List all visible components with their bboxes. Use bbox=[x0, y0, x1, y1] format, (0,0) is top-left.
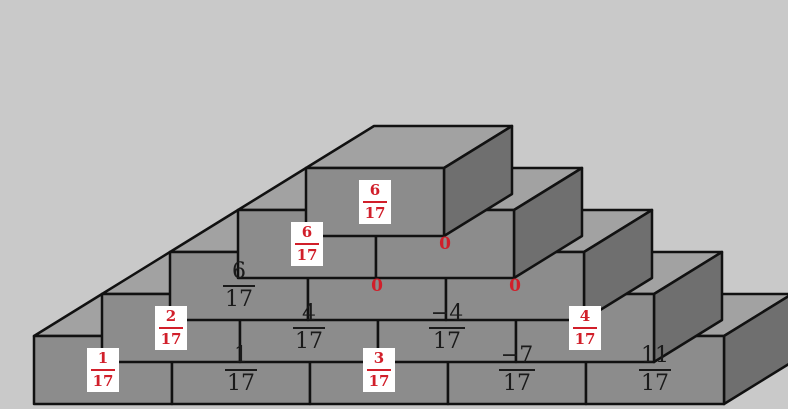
brick-front bbox=[306, 168, 444, 236]
